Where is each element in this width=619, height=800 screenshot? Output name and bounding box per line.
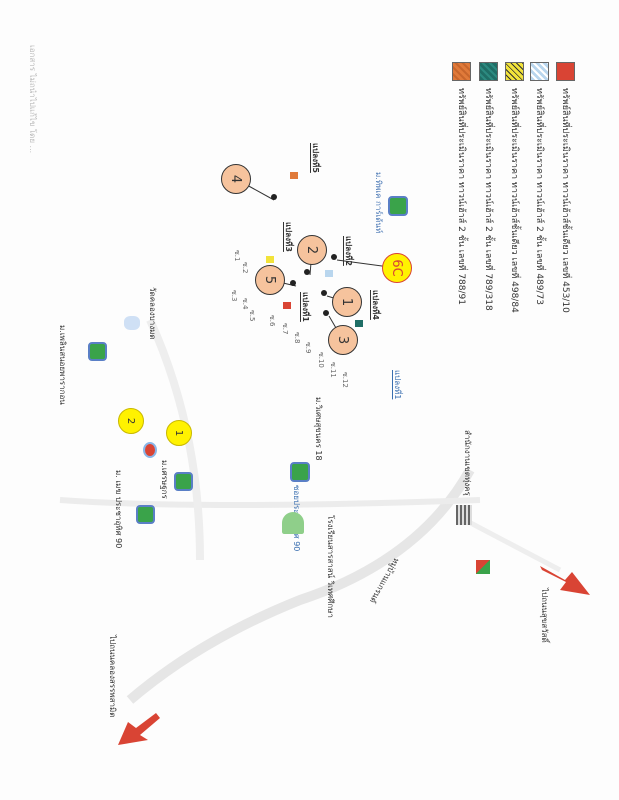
lot-label: ซ.10 xyxy=(317,352,325,368)
plot-label-5: แปลงที่5 xyxy=(311,143,320,173)
lot-label: ซ.2 xyxy=(241,262,249,274)
legend-label: ทรัพย์สินที่ประเมินราคา ทาวน์เฮ้าส์ชั้นเ… xyxy=(560,88,570,313)
lot-label: ซ.5 xyxy=(248,310,256,322)
lot-label: ซ.1 xyxy=(233,250,241,262)
arrow-icon xyxy=(540,566,590,595)
road xyxy=(463,517,562,573)
legend-swatch-yellow xyxy=(505,62,524,81)
watermark: เอกสาร ไม่ถนำไปแก้ไข โดย ... xyxy=(28,45,37,154)
road xyxy=(126,467,475,704)
house-icon-orange xyxy=(290,172,298,179)
school-building-icon xyxy=(282,512,304,534)
place-label: ม.ทิพเค การ์เด้นท์ xyxy=(374,172,383,234)
school-icon xyxy=(388,196,408,216)
lot-label: ซ.7 xyxy=(281,323,289,335)
yellow-marker-1[interactable]: 1 xyxy=(166,420,192,446)
location-pin-icon xyxy=(143,442,157,458)
marker-circle-6c[interactable]: 6C xyxy=(382,253,412,283)
marker-circle-4[interactable]: 4 xyxy=(221,164,251,194)
place-label: ม.วิเศษสุขนคร 18 xyxy=(314,397,323,461)
location-dot xyxy=(271,194,277,200)
place-label: วัดคลองบางมด xyxy=(148,287,157,340)
legend-swatch-orange xyxy=(452,62,471,81)
place-label: ม. เมฆ ประชาอุทิศ 90 xyxy=(114,470,123,549)
direction-label: ไปถนนสุขสวัสดิ์ xyxy=(540,588,549,643)
place-label: สำนักงานเขตทุ่งครุ xyxy=(463,430,472,496)
plot-label-3: แปลงที่3 xyxy=(284,222,293,252)
lot-label: ซ.3 xyxy=(230,290,238,302)
plot-label-1: แปลงที่1 xyxy=(301,292,310,322)
marker-circle-3[interactable]: 3 xyxy=(328,325,358,355)
school-icon xyxy=(136,505,155,524)
government-building-icon xyxy=(456,505,472,525)
direction-label: ไปถนนคลองสรรพสามิต xyxy=(108,635,117,718)
legend-label: ทรัพย์สินที่ประเมินราคา ทาวน์เฮ้าส์ 2 ชั… xyxy=(534,88,544,305)
marker-circle-5[interactable]: 5 xyxy=(255,265,285,295)
plot-label-2: แปลงที่2 xyxy=(344,236,353,266)
school-icon xyxy=(290,462,310,482)
lot-label: ซ.6 xyxy=(268,315,276,327)
place-label: ม.เศรษฐกร xyxy=(160,460,169,499)
location-dot xyxy=(323,310,329,316)
flag-icon xyxy=(476,560,490,574)
road xyxy=(59,497,481,508)
house-icon-yellow xyxy=(266,256,274,263)
house-icon-red xyxy=(283,302,291,309)
lot-label: ซ.8 xyxy=(293,332,301,344)
marker-circle-1[interactable]: 1 xyxy=(332,287,362,317)
plot-label-4: แปลงที่4 xyxy=(371,290,380,320)
legend-swatch-teal xyxy=(479,62,498,81)
location-dot xyxy=(290,280,296,286)
plot-label-1-blue: แปลงที่1 xyxy=(393,370,402,400)
house-icon-lightblue xyxy=(325,270,333,277)
school-icon xyxy=(174,472,193,491)
lot-label: ซ.11 xyxy=(329,362,337,378)
temple-icon xyxy=(124,316,140,330)
legend-label: ทรัพย์สินที่ประเมินราคา ทาวน์เฮ้าส์ 2 ชั… xyxy=(483,88,493,311)
lot-label: ซ.12 xyxy=(341,372,349,388)
legend-label: ทรัพย์สินที่ประเมินราคา ทาวน์เฮ้าส์ชั้นเ… xyxy=(509,88,519,313)
legend-label: ทรัพย์สินที่ประเมินราคา ทาวน์เฮ้าส์ 2 ชั… xyxy=(456,88,466,305)
location-dot xyxy=(331,254,337,260)
place-label: โรงเรียนสารสาสน์ วิเทศศึกษา xyxy=(326,515,335,618)
place-label: ม.เพลินสนอยพารากอน xyxy=(58,325,67,405)
arrow-icon xyxy=(118,713,160,745)
school-icon xyxy=(88,342,107,361)
lot-label: ซ.9 xyxy=(304,342,312,354)
lot-label: ซ.4 xyxy=(241,298,249,310)
location-dot xyxy=(321,290,327,296)
legend-swatch-lightblue xyxy=(530,62,549,81)
legend-swatch-red xyxy=(556,62,575,81)
yellow-marker-2[interactable]: 2 xyxy=(118,408,144,434)
location-dot xyxy=(304,269,310,275)
house-icon-teal xyxy=(355,320,363,327)
marker-circle-2[interactable]: 2 xyxy=(297,235,327,265)
